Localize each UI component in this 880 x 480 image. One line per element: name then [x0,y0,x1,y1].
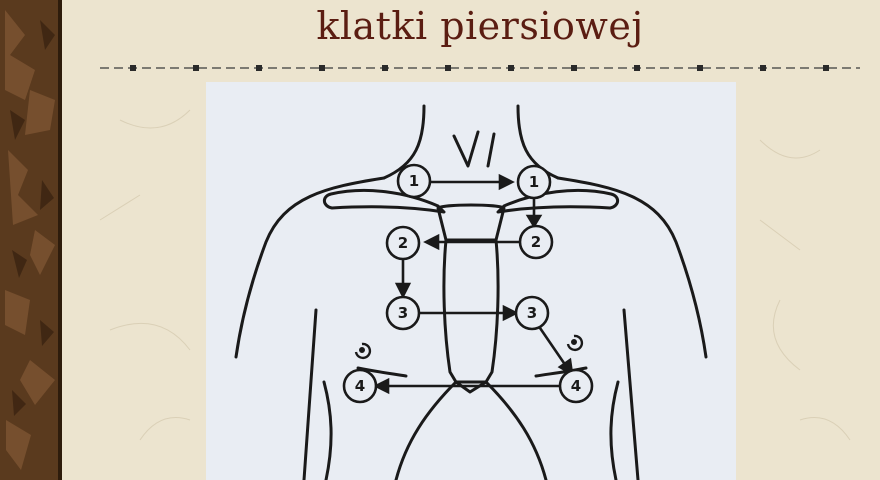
svg-text:3: 3 [527,304,537,322]
marker-r4: 4 [342,368,378,404]
marker-r1: 1 [396,163,432,199]
left-shoulder-outline [234,176,386,359]
svg-text:1: 1 [409,172,419,190]
right-nipple-icon [566,334,584,352]
marker-r2: 2 [385,225,421,261]
marker-r3: 3 [385,295,421,331]
chest-diagram-panel: 1 1 2 2 3 3 4 [206,82,736,480]
svg-text:2: 2 [531,233,541,251]
left-costal-margin [394,380,458,480]
slide-title: klatki piersiowej [316,4,644,48]
side-band [0,0,62,480]
neck-right-outline [516,104,560,180]
svg-text:4: 4 [355,377,365,395]
svg-text:3: 3 [398,304,408,322]
svg-text:2: 2 [398,234,408,252]
left-clavicle [322,188,446,214]
svg-text:1: 1 [529,173,539,191]
left-nipple-icon [354,342,372,360]
chest-diagram: 1 1 2 2 3 3 4 [234,104,708,480]
right-clavicle [496,188,620,214]
marker-l4: 4 [558,368,594,404]
right-shoulder-outline [556,176,708,359]
throat-mark [452,130,480,168]
manubrium [436,203,506,242]
svg-text:4: 4 [571,377,581,395]
marker-l1: 1 [516,164,552,200]
right-costal-margin [484,380,548,480]
title-divider [100,65,860,71]
marker-l3: 3 [514,295,550,331]
sternum [442,238,500,384]
marker-l2: 2 [518,224,554,260]
neck-left-outline [382,104,426,180]
